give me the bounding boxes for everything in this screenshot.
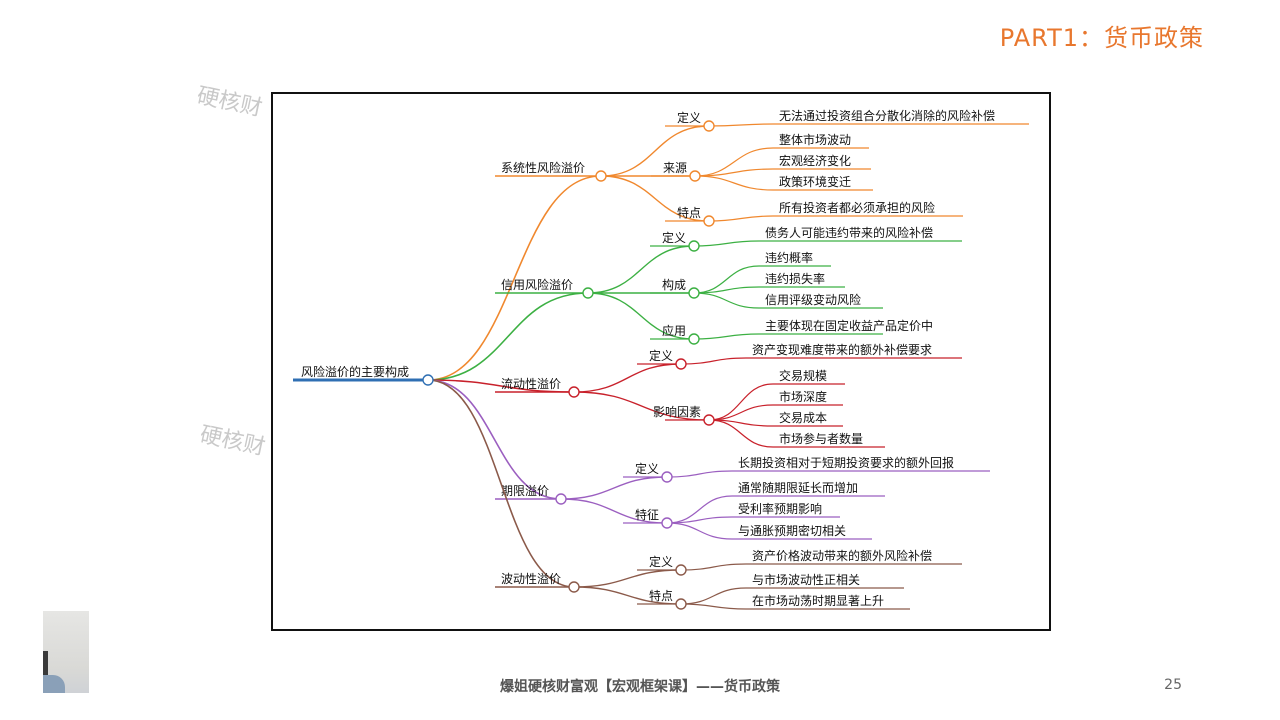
leaf-connector [708, 215, 774, 222]
leaf-connector [694, 175, 774, 191]
child-label: 定义 [649, 348, 673, 363]
leaf-label: 受利率预期影响 [738, 501, 822, 516]
branch-node-dot [582, 287, 594, 299]
child-connector [600, 175, 710, 222]
child-connector [600, 125, 710, 177]
branch-label: 流动性溢价 [501, 377, 561, 391]
leaf-connector [694, 147, 774, 177]
child-connector [573, 586, 682, 605]
course-title: 爆姐硬核财富观【宏观框架课】——货币政策 [500, 679, 780, 695]
child-node-dot [675, 358, 687, 370]
child-node-dot [688, 333, 700, 345]
leaf-label: 长期投资相对于短期投资要求的额外回报 [738, 455, 954, 470]
leaf-connector [666, 522, 733, 540]
branch-node-dot [555, 493, 567, 505]
child-label: 特点 [677, 205, 701, 220]
leaf-connector [680, 563, 747, 571]
leaf-connector [708, 419, 774, 448]
leaf-label: 宏观经济变化 [779, 153, 851, 168]
leaf-connector [708, 383, 774, 421]
leaf-connector [680, 357, 747, 365]
child-node-dot [688, 287, 700, 299]
leaf-label: 无法通过投资组合分散化消除的风险补偿 [779, 108, 995, 123]
leaf-connector [693, 240, 760, 247]
branch-connector [427, 379, 562, 500]
child-label: 特点 [649, 588, 673, 603]
leaf-connector [666, 495, 733, 524]
leaf-label: 违约损失率 [765, 271, 825, 286]
leaf-label: 主要体现在固定收益产品定价中 [765, 318, 933, 333]
child-connector [573, 569, 682, 588]
leaf-label: 与通胀预期密切相关 [738, 523, 846, 538]
leaf-connector [693, 333, 760, 340]
child-connector [587, 292, 695, 340]
leaf-label: 违约概率 [765, 250, 813, 265]
mindmap-frame: 风险溢价的主要构成系统性风险溢价定义无法通过投资组合分散化消除的风险补偿来源整体… [271, 92, 1051, 631]
leaf-connector [680, 603, 747, 610]
branch-label: 系统性风险溢价 [501, 160, 585, 175]
leaf-connector [693, 265, 760, 294]
presenter-video-thumbnail [43, 611, 89, 693]
child-label: 来源 [663, 161, 687, 175]
leaf-label: 市场参与者数量 [779, 431, 863, 446]
branch-node-dot [568, 386, 580, 398]
branch-label: 信用风险溢价 [501, 277, 573, 292]
watermark: 硬核财 [194, 83, 265, 122]
child-node-dot [688, 240, 700, 252]
leaf-label: 在市场动荡时期显著上升 [752, 593, 884, 608]
child-label: 定义 [649, 554, 673, 569]
child-node-dot [675, 564, 687, 576]
child-label: 构成 [662, 277, 686, 292]
child-node-dot [703, 120, 715, 132]
leaf-label: 资产价格波动带来的额外风险补偿 [752, 548, 932, 563]
branch-connector [427, 175, 602, 381]
child-connector [560, 498, 668, 524]
leaf-connector [708, 404, 774, 421]
child-node-dot [689, 170, 701, 182]
leaf-label: 市场深度 [779, 389, 827, 404]
branch-label: 波动性溢价 [501, 572, 561, 586]
leaf-label: 资产变现难度带来的额外补偿要求 [752, 342, 932, 357]
leaf-label: 交易规模 [779, 368, 827, 383]
leaf-label: 信用评级变动风险 [765, 292, 861, 307]
child-label: 定义 [635, 461, 659, 476]
root-node-dot [422, 374, 434, 386]
child-connector [573, 391, 710, 421]
child-connector [560, 476, 668, 500]
branch-label: 期限溢价 [501, 484, 549, 498]
child-node-dot [703, 215, 715, 227]
leaf-label: 整体市场波动 [779, 132, 851, 147]
child-label: 应用 [662, 323, 686, 338]
child-connector [587, 245, 695, 294]
child-label: 定义 [677, 110, 701, 125]
mindmap-diagram: 风险溢价的主要构成系统性风险溢价定义无法通过投资组合分散化消除的风险补偿来源整体… [293, 108, 1029, 610]
child-label: 特征 [635, 507, 659, 522]
leaf-label: 所有投资者都必须承担的风险 [779, 200, 935, 215]
leaf-label: 与市场波动性正相关 [752, 572, 860, 587]
page-number: 25 [1164, 677, 1182, 693]
leaf-connector [680, 587, 747, 605]
root-node-label: 风险溢价的主要构成 [301, 364, 409, 379]
child-node-dot [661, 471, 673, 483]
child-node-dot [675, 598, 687, 610]
watermark: 硬核财 [197, 422, 268, 461]
leaf-label: 债务人可能违约带来的风险补偿 [765, 225, 933, 240]
child-node-dot [661, 517, 673, 529]
leaf-connector [666, 470, 733, 478]
leaf-connector [693, 292, 760, 309]
child-connector [573, 363, 682, 393]
branch-node-dot [568, 581, 580, 593]
child-node-dot [703, 414, 715, 426]
branch-node-dot [595, 170, 607, 182]
leaf-label: 交易成本 [779, 410, 827, 425]
branch-connector [427, 292, 589, 381]
leaf-label: 政策环境变迁 [779, 174, 851, 189]
part-title: PART1：货币政策 [999, 24, 1204, 52]
leaf-connector [708, 123, 774, 127]
branch-connector [427, 379, 575, 588]
child-label: 影响因素 [653, 404, 701, 419]
child-label: 定义 [662, 230, 686, 245]
leaf-label: 通常随期限延长而增加 [738, 480, 858, 495]
